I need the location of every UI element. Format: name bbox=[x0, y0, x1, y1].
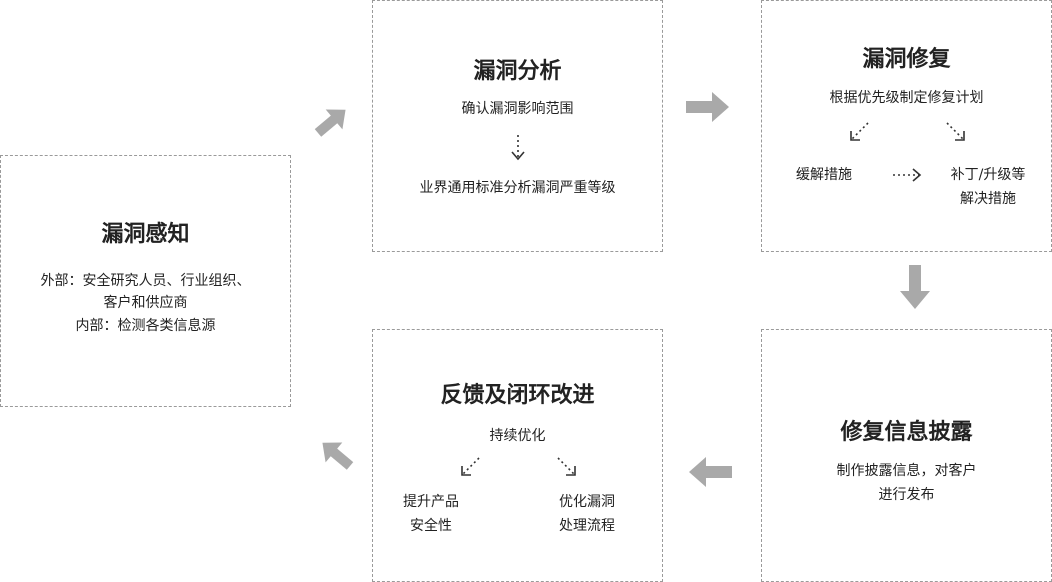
repair-mitigation: 缓解措施 bbox=[796, 167, 852, 183]
repair-branch-left-icon bbox=[846, 119, 872, 145]
disclosure-line-2: 进行发布 bbox=[878, 487, 935, 503]
repair-solution-line-2: 解决措施 bbox=[960, 191, 1016, 207]
repair-title: 漏洞修复 bbox=[862, 47, 951, 72]
perception-line-3: 内部：检测各类信息源 bbox=[75, 318, 216, 334]
feedback-box: 反馈及闭环改进 持续优化 提升产品 安全性 优化漏洞 处理流程 bbox=[372, 329, 663, 582]
disclosure-line-1: 制作披露信息，对客户 bbox=[836, 463, 977, 479]
analysis-step-1: 确认漏洞影响范围 bbox=[461, 101, 574, 117]
analysis-down-arrow-icon bbox=[507, 133, 529, 163]
feedback-subtitle: 持续优化 bbox=[489, 428, 546, 444]
disclosure-title: 修复信息披露 bbox=[840, 420, 973, 445]
feedback-left: 提升产品 安全性 bbox=[387, 491, 475, 535]
disclosure-box: 修复信息披露 制作披露信息，对客户 进行发布 bbox=[761, 329, 1052, 582]
feedback-branch-left-icon bbox=[457, 454, 483, 480]
flow-arrow-right-icon bbox=[685, 90, 733, 124]
feedback-right: 优化漏洞 处理流程 bbox=[543, 491, 631, 535]
feedback-right-line-1: 优化漏洞 bbox=[559, 494, 615, 510]
flow-arrow-left-icon bbox=[685, 455, 733, 489]
feedback-right-line-2: 处理流程 bbox=[559, 518, 615, 534]
repair-solution-line-1: 补丁/升级等 bbox=[950, 167, 1026, 183]
feedback-title: 反馈及闭环改进 bbox=[440, 383, 595, 408]
feedback-left-line-2: 安全性 bbox=[410, 518, 452, 534]
repair-solution: 补丁/升级等 解决措施 bbox=[942, 164, 1034, 208]
perception-title: 漏洞感知 bbox=[101, 222, 190, 247]
repair-right-arrow-icon bbox=[891, 166, 923, 184]
perception-line-1: 外部：安全研究人员、行业组织、 bbox=[40, 273, 251, 289]
flow-arrow-down-icon bbox=[898, 264, 932, 312]
analysis-box: 漏洞分析 确认漏洞影响范围 业界通用标准分析漏洞严重等级 bbox=[372, 0, 663, 252]
feedback-left-line-1: 提升产品 bbox=[403, 494, 459, 510]
perception-box: 漏洞感知 外部：安全研究人员、行业组织、 客户和供应商 内部：检测各类信息源 bbox=[0, 155, 291, 407]
analysis-title: 漏洞分析 bbox=[473, 59, 562, 84]
repair-box: 漏洞修复 根据优先级制定修复计划 缓解措施 补丁/升级等 解决措施 bbox=[761, 0, 1052, 252]
flow-arrow-up-left-icon bbox=[309, 433, 361, 475]
perception-line-2: 客户和供应商 bbox=[103, 295, 188, 311]
repair-subtitle: 根据优先级制定修复计划 bbox=[829, 90, 984, 106]
analysis-step-2: 业界通用标准分析漏洞严重等级 bbox=[419, 180, 616, 196]
repair-branch-right-icon bbox=[943, 119, 969, 145]
flow-arrow-up-right-icon bbox=[307, 100, 359, 142]
feedback-branch-right-icon bbox=[554, 454, 580, 480]
